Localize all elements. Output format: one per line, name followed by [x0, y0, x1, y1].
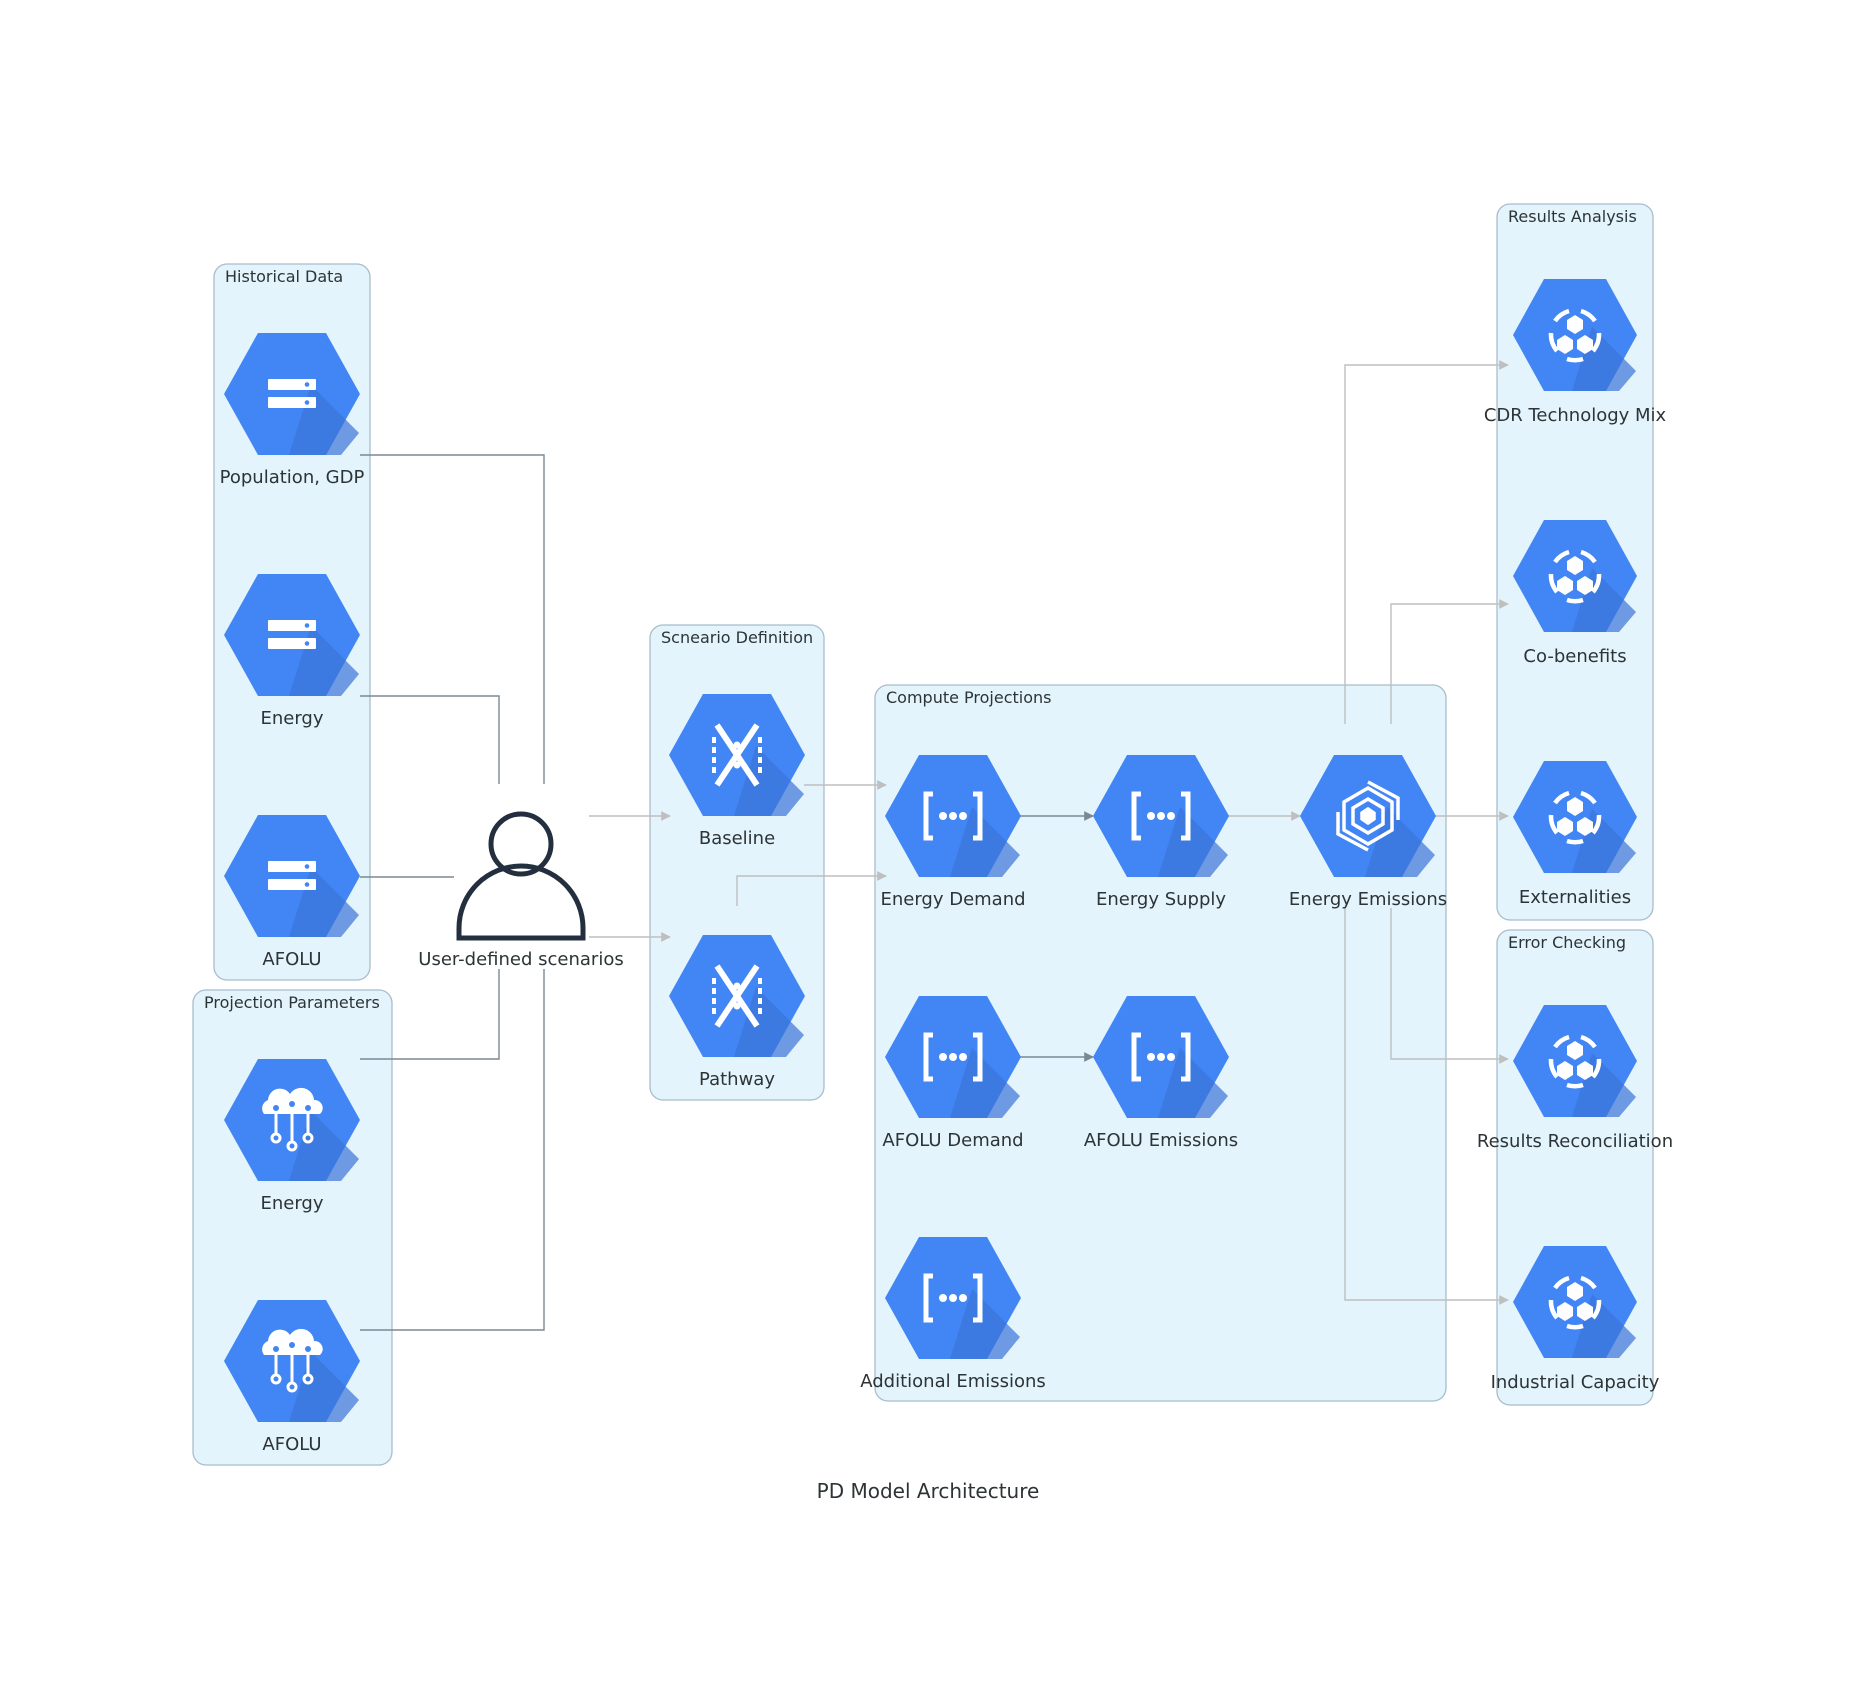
node-label: Results Reconciliation — [1477, 1131, 1673, 1152]
edges — [360, 360, 1509, 1331]
function-icon — [1131, 791, 1191, 841]
node-baseline[interactable]: Baseline — [669, 694, 805, 849]
node-label: Energy — [260, 708, 323, 729]
user-icon — [456, 811, 586, 941]
node-label: CDR Technology Mix — [1484, 405, 1667, 426]
edge-emissions-to-industrial-capacity — [1344, 908, 1509, 1305]
function-icon — [923, 1032, 983, 1082]
cluster-label: Projection Parameters — [204, 993, 380, 1012]
function-icon — [923, 791, 983, 841]
node-energy-demand[interactable]: Energy Demand — [880, 755, 1026, 910]
node-afolu-history[interactable]: AFOLU — [224, 815, 360, 970]
edge-emissions-to-cdr-mix — [1344, 360, 1509, 724]
cloud-network-icon — [262, 1328, 323, 1393]
node-industrial-capacity[interactable]: Industrial Capacity — [1491, 1246, 1660, 1393]
dataflow-icon — [712, 964, 762, 1028]
diagram-title: PD Model Architecture — [817, 1479, 1040, 1503]
database-icon — [268, 620, 316, 649]
node-label: Industrial Capacity — [1491, 1372, 1660, 1393]
edge-pathway-to-energy-demand — [736, 871, 887, 906]
node-label: Energy Demand — [880, 889, 1025, 910]
node-label: Pathway — [699, 1069, 775, 1090]
edge-afolu-params-to-user — [360, 969, 545, 1331]
node-user-defined-scenarios[interactable]: User-defined scenarios — [418, 811, 624, 970]
cluster-label: Historical Data — [225, 267, 343, 286]
hexagon-cluster-icon — [1548, 1275, 1602, 1330]
cluster-label: Scneario Definition — [661, 628, 813, 647]
node-label: Energy Emissions — [1289, 889, 1447, 910]
node-label: Energy — [260, 1193, 323, 1214]
node-label: Additional Emissions — [860, 1371, 1046, 1392]
node-population-gdp[interactable]: Population, GDP — [220, 333, 365, 488]
edge-energy-params-to-user — [360, 969, 500, 1060]
node-energy-history[interactable]: Energy — [224, 574, 360, 729]
cluster-label: Error Checking — [1508, 933, 1626, 952]
node-label: Population, GDP — [220, 467, 365, 488]
database-icon — [268, 861, 316, 890]
node-label: AFOLU — [262, 1434, 321, 1455]
node-label: AFOLU — [262, 949, 321, 970]
node-energy-emissions[interactable]: Energy Emissions — [1289, 755, 1447, 910]
cluster-label: Results Analysis — [1508, 207, 1637, 226]
node-label: Baseline — [699, 828, 775, 849]
function-icon — [923, 1273, 983, 1323]
node-results-reconciliation[interactable]: Results Reconciliation — [1477, 1005, 1673, 1152]
dataflow-icon — [712, 723, 762, 787]
hexagon-cluster-icon — [1548, 308, 1602, 363]
node-label: Externalities — [1519, 887, 1631, 908]
node-energy-supply[interactable]: Energy Supply — [1093, 755, 1229, 910]
node-label: Energy Supply — [1096, 889, 1226, 910]
node-afolu-params[interactable]: AFOLU — [224, 1300, 360, 1455]
edge-energy-history-to-user — [360, 695, 500, 784]
node-afolu-demand[interactable]: AFOLU Demand — [882, 996, 1024, 1151]
stack-icon — [1336, 780, 1400, 852]
node-energy-params[interactable]: Energy — [224, 1059, 360, 1214]
edge-population-to-user — [360, 454, 545, 784]
node-label: Co-benefits — [1523, 646, 1626, 667]
hexagon-cluster-icon — [1548, 549, 1602, 604]
function-icon — [1131, 1032, 1191, 1082]
node-pathway[interactable]: Pathway — [669, 935, 805, 1090]
node-co-benefits[interactable]: Co-benefits — [1513, 520, 1637, 667]
node-label: AFOLU Emissions — [1084, 1130, 1238, 1151]
node-label: User-defined scenarios — [418, 949, 623, 970]
database-icon — [268, 379, 316, 408]
node-additional-emissions[interactable]: Additional Emissions — [860, 1237, 1046, 1392]
hexagon-cluster-icon — [1548, 1034, 1602, 1089]
cloud-network-icon — [262, 1087, 323, 1152]
edge-emissions-to-co-benefits — [1390, 599, 1509, 724]
node-cdr-technology-mix[interactable]: CDR Technology Mix — [1484, 279, 1667, 426]
cluster-label: Compute Projections — [886, 688, 1052, 707]
node-externalities[interactable]: Externalities — [1513, 761, 1637, 908]
node-label: AFOLU Demand — [882, 1130, 1023, 1151]
edge-emissions-to-results-reconciliation — [1390, 908, 1509, 1064]
node-afolu-emissions[interactable]: AFOLU Emissions — [1084, 996, 1238, 1151]
hexagon-cluster-icon — [1548, 790, 1602, 845]
